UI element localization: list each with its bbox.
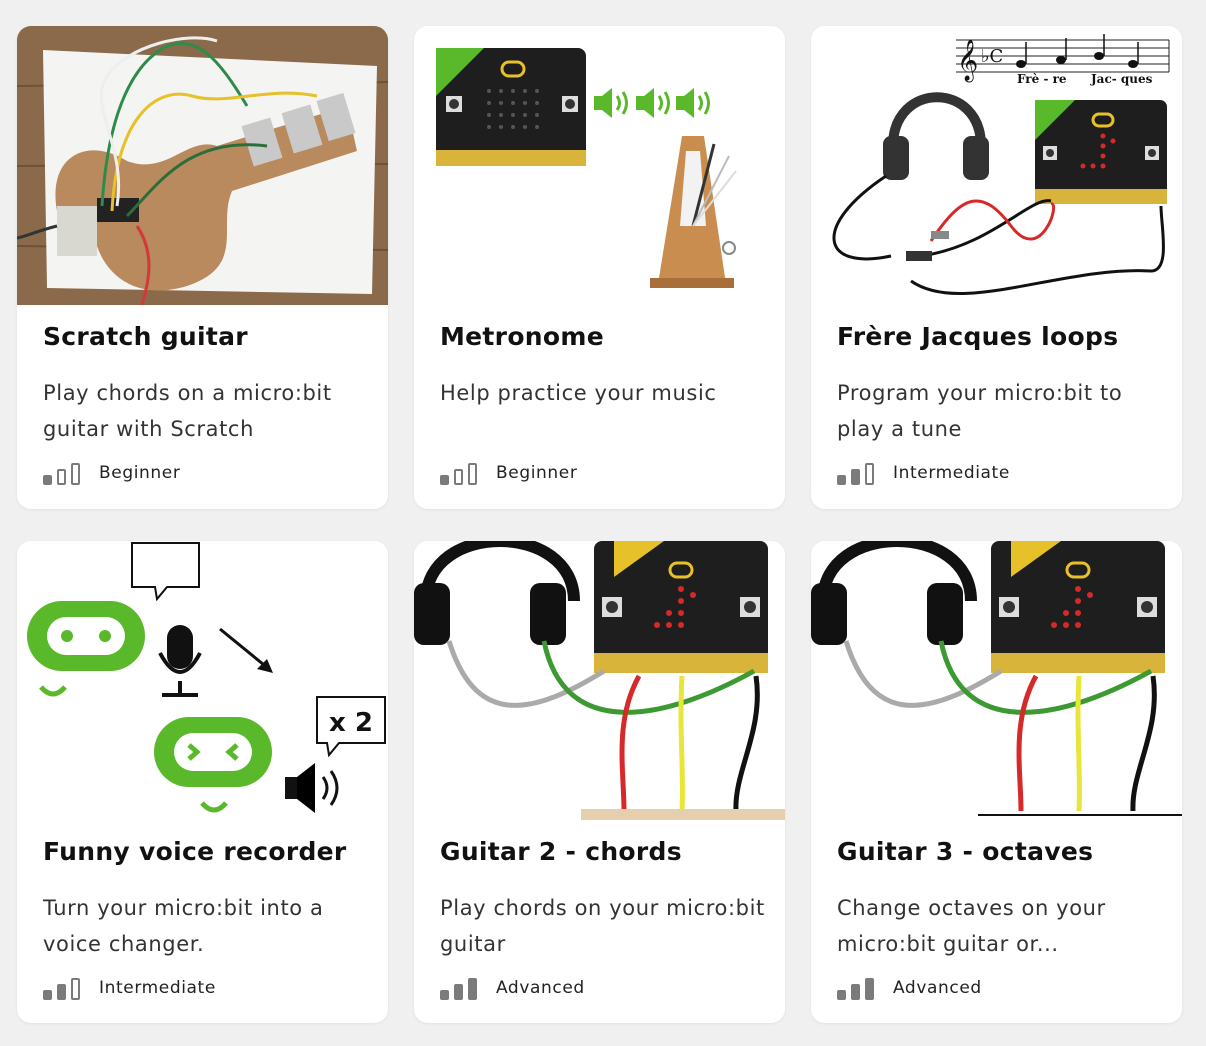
microbit-board-icon [436, 48, 586, 166]
difficulty-label: Beginner [496, 463, 578, 483]
difficulty-bars-icon [837, 461, 877, 485]
difficulty-level: Intermediate [43, 975, 216, 1001]
card-thumbnail [414, 541, 785, 820]
card-thumbnail: x 2 [17, 541, 388, 820]
project-card-grid: Scratch guitar Play chords on a micro:bi… [17, 26, 1182, 1023]
difficulty-level: Beginner [440, 460, 577, 486]
difficulty-label: Advanced [496, 978, 585, 998]
card-description: Help practice your music [440, 381, 717, 405]
project-card-guitar-3-octaves[interactable]: Guitar 3 - octaves Change octaves on you… [811, 541, 1182, 1023]
project-card-frere-jacques[interactable]: 𝄞 ♭C Frè - re Jac- ques [811, 26, 1182, 509]
headphones-icon [883, 92, 989, 180]
svg-text:𝄞: 𝄞 [957, 39, 978, 82]
speaker-icon [285, 763, 339, 813]
headphones-icon [811, 541, 977, 645]
card-description: Turn your micro:bit into a voice changer… [43, 896, 324, 956]
difficulty-bars-icon [837, 976, 877, 1000]
card-description: Change octaves on your micro:bit guitar … [837, 896, 1106, 956]
microbit-board-icon [991, 541, 1165, 673]
card-description: Program your micro:bit to play a tune [837, 381, 1123, 441]
card-description: Play chords on a micro:bit guitar with S… [43, 381, 332, 441]
difficulty-bars-icon [440, 976, 480, 1000]
difficulty-level: Advanced [440, 975, 585, 1001]
svg-text:Jac- ques: Jac- ques [1090, 72, 1153, 86]
difficulty-label: Intermediate [893, 463, 1010, 483]
card-title: Guitar 3 - octaves [837, 837, 1094, 866]
card-title: Scratch guitar [43, 322, 248, 351]
microbit-board-icon [594, 541, 768, 673]
arrow-icon [219, 627, 273, 673]
microbit-board-icon [1035, 100, 1167, 204]
project-card-funny-voice-recorder[interactable]: x 2 Funny voice recorder Turn your micro… [17, 541, 388, 1023]
microphone-icon [158, 625, 202, 697]
microbit-face-icon [154, 717, 272, 813]
svg-text:♭C: ♭C [981, 46, 1003, 67]
card-thumbnail: 𝄞 ♭C Frè - re Jac- ques [811, 26, 1182, 305]
difficulty-bars-icon [43, 461, 83, 485]
project-card-scratch-guitar[interactable]: Scratch guitar Play chords on a micro:bi… [17, 26, 388, 509]
card-title: Funny voice recorder [43, 837, 347, 866]
metronome-icon [650, 136, 737, 288]
difficulty-level: Beginner [43, 460, 180, 486]
difficulty-label: Beginner [99, 463, 181, 483]
difficulty-bars-icon [43, 976, 83, 1000]
difficulty-label: Advanced [893, 978, 982, 998]
difficulty-level: Intermediate [837, 460, 1010, 486]
svg-text:x 2: x 2 [329, 708, 373, 738]
project-card-guitar-2-chords[interactable]: Guitar 2 - chords Play chords on your mi… [414, 541, 785, 1023]
project-card-metronome[interactable]: Metronome Help practice your music Begin… [414, 26, 785, 509]
svg-text:Frè - re: Frè - re [1017, 72, 1067, 86]
card-title: Metronome [440, 322, 604, 351]
card-thumbnail [17, 26, 388, 305]
card-title: Frère Jacques loops [837, 322, 1119, 351]
headphones-icon [414, 541, 580, 645]
microbit-face-icon [27, 601, 145, 697]
card-description: Play chords on your micro:bit guitar [440, 896, 765, 956]
difficulty-level: Advanced [837, 975, 982, 1001]
card-thumbnail [811, 541, 1182, 820]
speech-bubble-icon [131, 542, 200, 602]
card-title: Guitar 2 - chords [440, 837, 682, 866]
speech-bubble-icon: x 2 [316, 696, 386, 758]
difficulty-label: Intermediate [99, 978, 216, 998]
card-thumbnail [414, 26, 785, 305]
difficulty-bars-icon [440, 461, 480, 485]
speaker-icon [594, 88, 694, 118]
